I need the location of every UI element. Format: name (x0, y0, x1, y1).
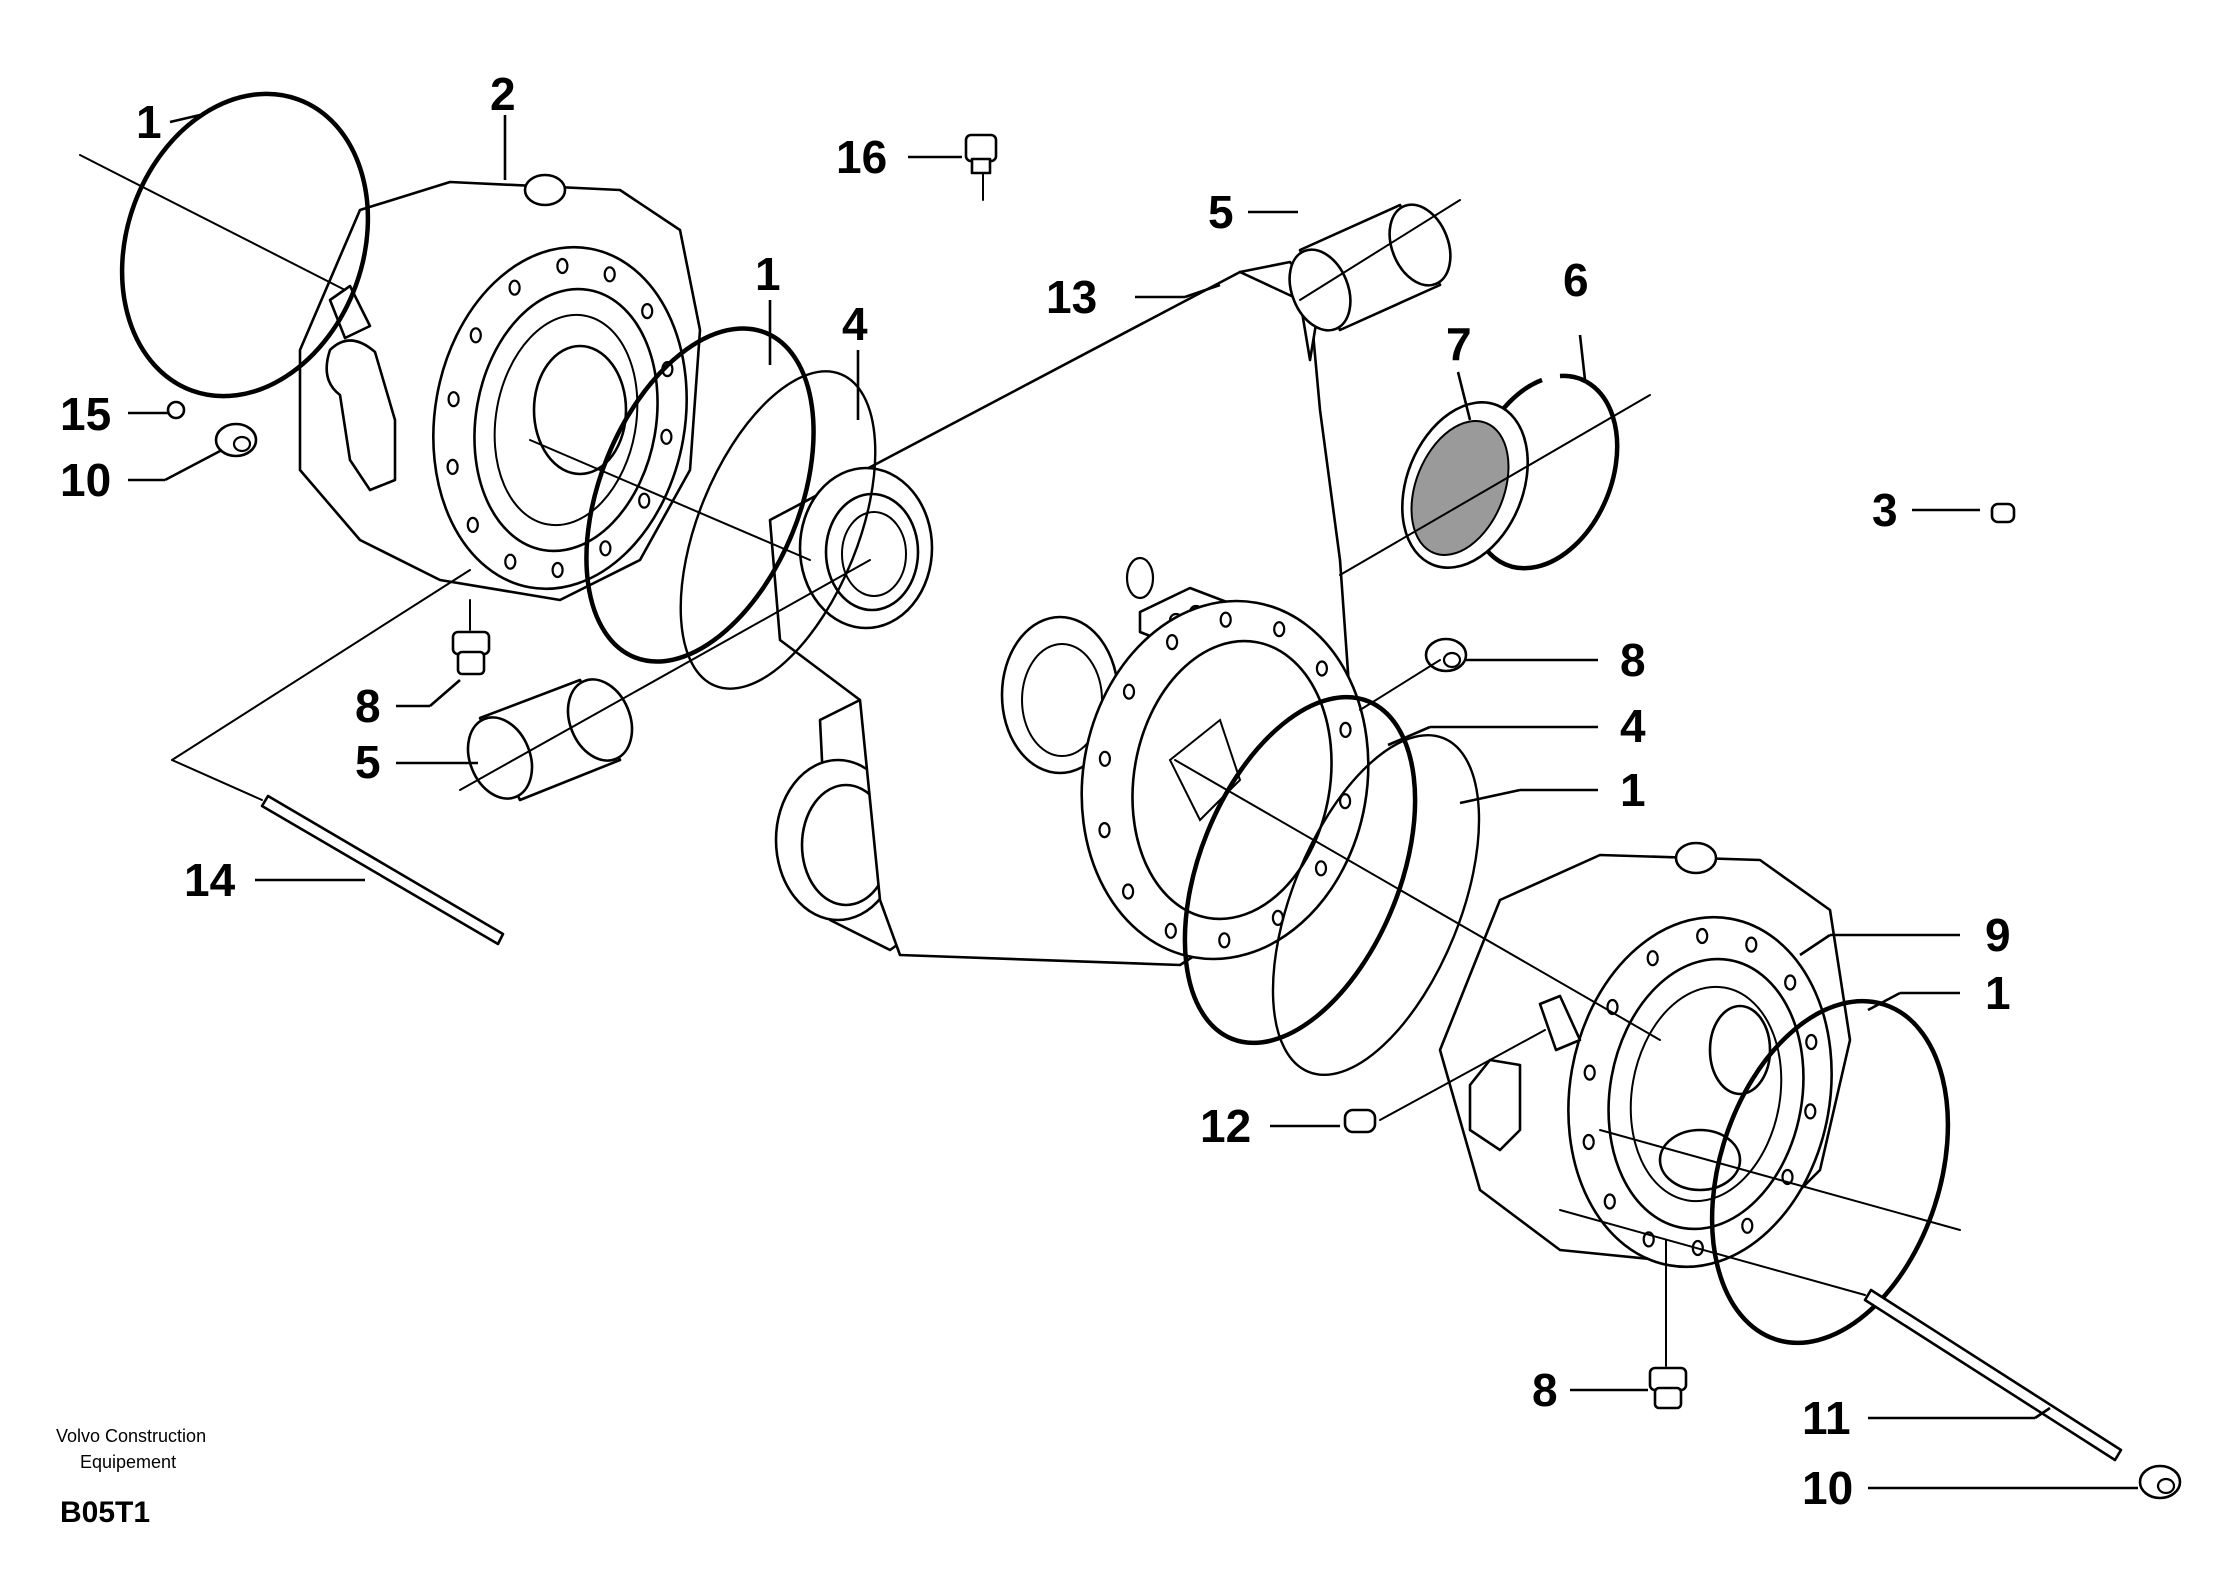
o-ring-1-center-left (584, 326, 816, 664)
left-housing-bolt-hole (603, 266, 616, 283)
axle-housing (768, 260, 1370, 967)
centre-lines (79, 154, 1961, 1367)
callout-8-bottom: 8 (1532, 1364, 1558, 1416)
right-housing-bolt-hole (1603, 1193, 1616, 1210)
callout-1-center: 1 (755, 248, 781, 300)
callout-4-top: 4 (842, 298, 868, 350)
right-housing-bolt-hole (1784, 974, 1797, 991)
o-ring-1-bottom-right (1709, 998, 1951, 1346)
flange-bolt-hole (1098, 750, 1112, 767)
left-housing-bolt-hole (638, 492, 651, 509)
right-housing-bolt-hole (1741, 1217, 1754, 1234)
callout-14: 14 (184, 854, 236, 906)
nut-10-left (214, 422, 258, 458)
left-housing-bolt-hole (641, 303, 654, 320)
left-housing-bolt-hole (504, 553, 517, 570)
plug-3 (1990, 502, 2016, 524)
flange-bolt-hole (1165, 633, 1179, 651)
o-ring-1-top-left (119, 91, 371, 399)
plug-16 (964, 133, 998, 175)
plug-8-right-top (1424, 637, 1468, 673)
flange-bolt-hole (1121, 883, 1135, 900)
callout-8-right: 8 (1620, 634, 1646, 686)
right-housing-bolt-hole (1805, 1033, 1818, 1051)
left-housing-bolt-hole (556, 257, 569, 275)
right-housing (1438, 841, 1852, 1269)
cover-7 (1401, 401, 1529, 569)
flange-bolt-hole (1338, 793, 1352, 810)
callout-1-top-left: 1 (136, 96, 162, 148)
shim-ring-4-left (679, 370, 877, 690)
callout-numbers: 1 2 16 5 13 1 4 6 7 15 10 3 8 8 4 5 1 14… (60, 68, 2011, 1514)
left-housing-bolt-hole (447, 391, 460, 408)
plug-15 (166, 400, 186, 420)
callout-8-left: 8 (355, 680, 381, 732)
right-housing-bolt-hole (1745, 936, 1758, 953)
callout-4-bottom: 4 (1620, 700, 1646, 752)
caption-company: Volvo Construction (56, 1426, 206, 1446)
callout-10-right: 10 (1802, 1462, 1853, 1514)
left-housing-bolt-hole (551, 561, 564, 579)
nut-10-right (2138, 1464, 2182, 1500)
flange-bolt-hole (1098, 821, 1111, 839)
flange-bolt-hole (1315, 660, 1329, 677)
caption-company-line2: Equipement (80, 1452, 176, 1472)
shim-ring-1-right (1271, 733, 1481, 1077)
callout-9: 9 (1985, 909, 2011, 961)
callout-5-bottom: 5 (355, 736, 381, 788)
left-housing-bolt-hole (599, 540, 612, 557)
right-housing-bolt-hole (1583, 1064, 1596, 1081)
o-ring-4-right (1182, 694, 1418, 1046)
flange-bolt-hole (1339, 721, 1352, 739)
right-housing-bolt-hole (1646, 950, 1659, 967)
left-housing-bolt-hole (446, 458, 459, 475)
right-housing-bolt-hole (1696, 927, 1709, 945)
callout-1-bottom-right: 1 (1985, 967, 2011, 1019)
callout-12: 12 (1200, 1100, 1251, 1152)
callout-1-right: 1 (1620, 764, 1646, 816)
stud-11 (1863, 1288, 2123, 1462)
callout-10-left: 10 (60, 454, 111, 506)
plug-8-bottom (1648, 1366, 1688, 1410)
flange-bolt-hole (1122, 683, 1136, 700)
callout-11: 11 (1802, 1392, 1851, 1444)
plug-12 (1343, 1108, 1377, 1134)
left-housing (298, 173, 702, 602)
callout-16: 16 (836, 131, 887, 183)
callout-15: 15 (60, 388, 111, 440)
left-housing-bolt-hole (466, 516, 479, 534)
flange-bolt-hole (1164, 922, 1177, 939)
bush-5-top (1288, 203, 1452, 332)
flange-bolt-hole (1314, 860, 1328, 877)
callout-6: 6 (1563, 254, 1589, 306)
callout-2: 2 (490, 68, 516, 120)
right-housing-bolt-hole (1804, 1103, 1817, 1120)
right-housing-bolt-hole (1582, 1133, 1595, 1151)
callout-3: 3 (1872, 484, 1898, 536)
callout-5-top: 5 (1208, 186, 1234, 238)
plug-8-left (451, 630, 491, 676)
left-housing-bolt-hole (469, 327, 482, 344)
stud-14 (260, 794, 505, 946)
drawing-code: B05T1 (60, 1496, 150, 1529)
callout-13: 13 (1046, 271, 1097, 323)
flange-bolt-hole (1218, 932, 1231, 949)
leader-lines (128, 113, 2138, 1490)
left-housing-bolt-hole (508, 279, 521, 296)
flange-bolt-hole (1219, 611, 1232, 628)
left-housing-bolt-hole (660, 428, 673, 445)
callout-7: 7 (1446, 318, 1472, 370)
flange-bolt-hole (1273, 621, 1286, 638)
